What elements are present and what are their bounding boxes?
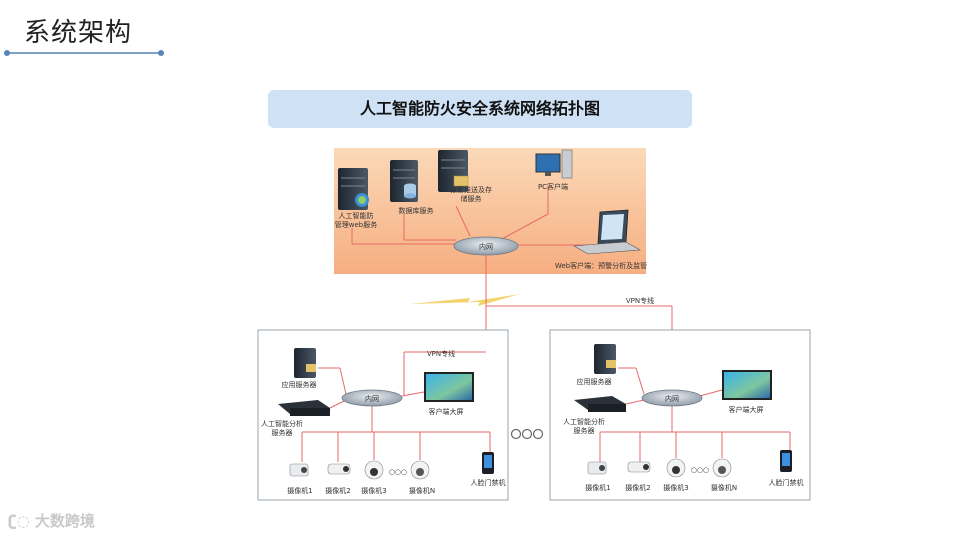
pc-client-label: PC客户端 xyxy=(538,182,568,191)
heading-underline xyxy=(4,50,164,56)
ai-web-server-label-1: 人工智能防 xyxy=(339,211,374,220)
site-1-links xyxy=(301,351,491,462)
sites-ellipsis xyxy=(510,428,544,440)
site-1-camera-2-label: 摄像机2 xyxy=(325,486,350,495)
site-2-camera-2-icon xyxy=(627,461,651,473)
site-1-camera-1-label: 摄像机1 xyxy=(287,486,312,495)
center-links xyxy=(351,186,588,304)
site-2-camera-1-icon xyxy=(587,461,607,475)
site-2-camera-3-icon xyxy=(666,458,686,478)
site-2-app-server-label: 应用服务器 xyxy=(577,377,612,386)
page-heading: 系统架构 xyxy=(24,18,133,48)
vpn-label-top: VPN专线 xyxy=(626,296,654,305)
wan-lightning-icon xyxy=(410,294,520,306)
watermark-icon: ʗ◌ xyxy=(8,512,35,530)
site-1-camera-3-label: 摄像机3 xyxy=(361,486,386,495)
site-2-camera-ellipsis: ○○○ xyxy=(691,466,709,474)
site-2-ai-server-icon xyxy=(574,396,626,412)
web-client-label: Web客户端：预警分析及监管 xyxy=(555,261,647,270)
site-1-face-gate-label: 人脸门禁机 xyxy=(471,478,506,487)
site-2-ai-server-label-1: 人工智能分析 xyxy=(563,417,605,426)
site-2-face-gate-icon xyxy=(780,450,792,472)
pc-client-icon xyxy=(535,149,573,179)
site-2-camera-2-label: 摄像机2 xyxy=(625,483,650,492)
site-1-face-gate-icon xyxy=(482,452,494,474)
site-2-camera-3-label: 摄像机3 xyxy=(663,483,688,492)
site-2-ai-server-label-2: 服务器 xyxy=(574,426,595,435)
core-switch-label: 内网 xyxy=(479,242,493,251)
site-1-screen-label: 客户端大屏 xyxy=(429,407,464,416)
site-2-links xyxy=(599,367,791,462)
site-1-camera-n-label: 摄像机N xyxy=(409,486,435,495)
site-1-switch-icon xyxy=(341,389,403,407)
site-1-app-server-label: 应用服务器 xyxy=(282,380,317,389)
ai-web-server-icon xyxy=(338,168,369,210)
site-1-screen-icon xyxy=(424,372,474,402)
site-2-camera-n-label: 摄像机N xyxy=(711,483,737,492)
site-2-camera-1-label: 摄像机1 xyxy=(585,483,610,492)
site-1-camera-ellipsis: ○○○ xyxy=(389,468,407,476)
web-client-laptop-icon xyxy=(573,209,641,255)
site-1-vpn-label: VPN专线 xyxy=(427,349,455,358)
site-1-camera-n-icon xyxy=(410,460,430,480)
site-1-ai-server-label-2: 服务器 xyxy=(272,428,293,437)
site-1-camera-2-icon xyxy=(327,463,351,475)
watermark-text: 大数跨境 xyxy=(34,512,95,530)
site-1-app-server-icon xyxy=(294,348,316,378)
database-server-label: 数据库服务 xyxy=(399,206,434,215)
site-1-camera-1-icon xyxy=(289,463,309,477)
site-2-switch-icon xyxy=(641,389,703,407)
site-2-screen-label: 客户端大屏 xyxy=(729,405,764,414)
site-1-ai-server-icon xyxy=(278,400,330,416)
core-switch-icon xyxy=(453,236,519,256)
ai-web-server-label-2: 管理web服务 xyxy=(335,220,377,229)
diagram-title: 人工智能防火安全系统网络拓扑图 xyxy=(268,90,692,128)
site-2-switch-label: 内网 xyxy=(665,394,679,403)
site-2-screen-icon xyxy=(722,370,772,400)
alarm-server-label-1: 报警推送及存 xyxy=(450,185,492,194)
site-1-camera-3-icon xyxy=(364,460,384,480)
site-1-switch-label: 内网 xyxy=(365,394,379,403)
alarm-storage-server-icon xyxy=(438,150,469,192)
alarm-server-label-2: 储服务 xyxy=(461,194,482,203)
database-server-icon xyxy=(390,160,418,202)
watermark-logo: ʗ◌ 大数跨境 xyxy=(8,510,95,531)
site-1-ai-server-label-1: 人工智能分析 xyxy=(261,419,303,428)
site-2-face-gate-label: 人脸门禁机 xyxy=(769,478,804,487)
site-2-app-server-icon xyxy=(594,344,616,374)
site-2-camera-n-icon xyxy=(712,458,732,478)
